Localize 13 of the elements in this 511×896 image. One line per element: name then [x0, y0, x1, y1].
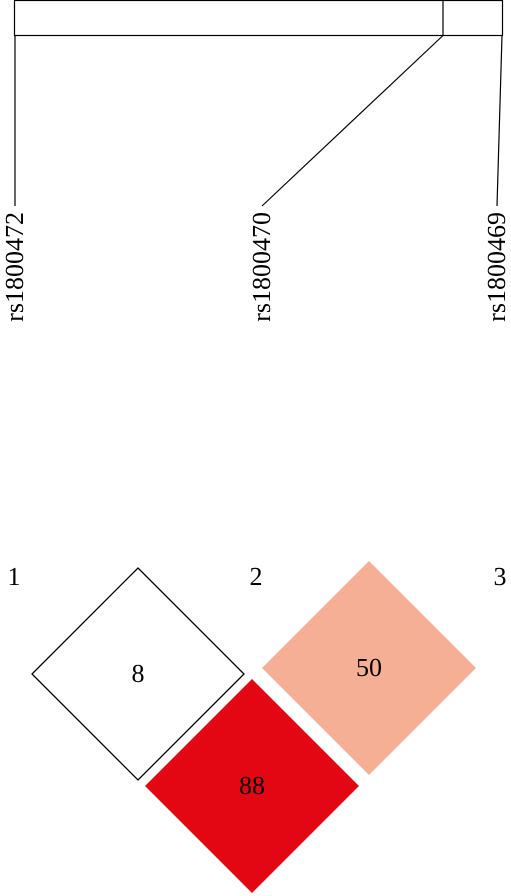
snp-label: rs1800470 — [249, 212, 275, 322]
chromosome-bar — [14, 0, 504, 36]
leader-line — [14, 36, 16, 206]
marker-number: 3 — [494, 564, 506, 590]
ld-value: 8 — [132, 661, 144, 687]
snp-label: rs1800472 — [2, 212, 28, 322]
leader-line — [496, 35, 503, 206]
marker-number: 2 — [250, 564, 262, 590]
snp-label: rs1800469 — [484, 212, 510, 322]
ld-value: 88 — [239, 773, 265, 799]
marker-number: 1 — [8, 564, 20, 590]
leader-line — [262, 35, 444, 206]
ld-value: 50 — [356, 655, 382, 681]
